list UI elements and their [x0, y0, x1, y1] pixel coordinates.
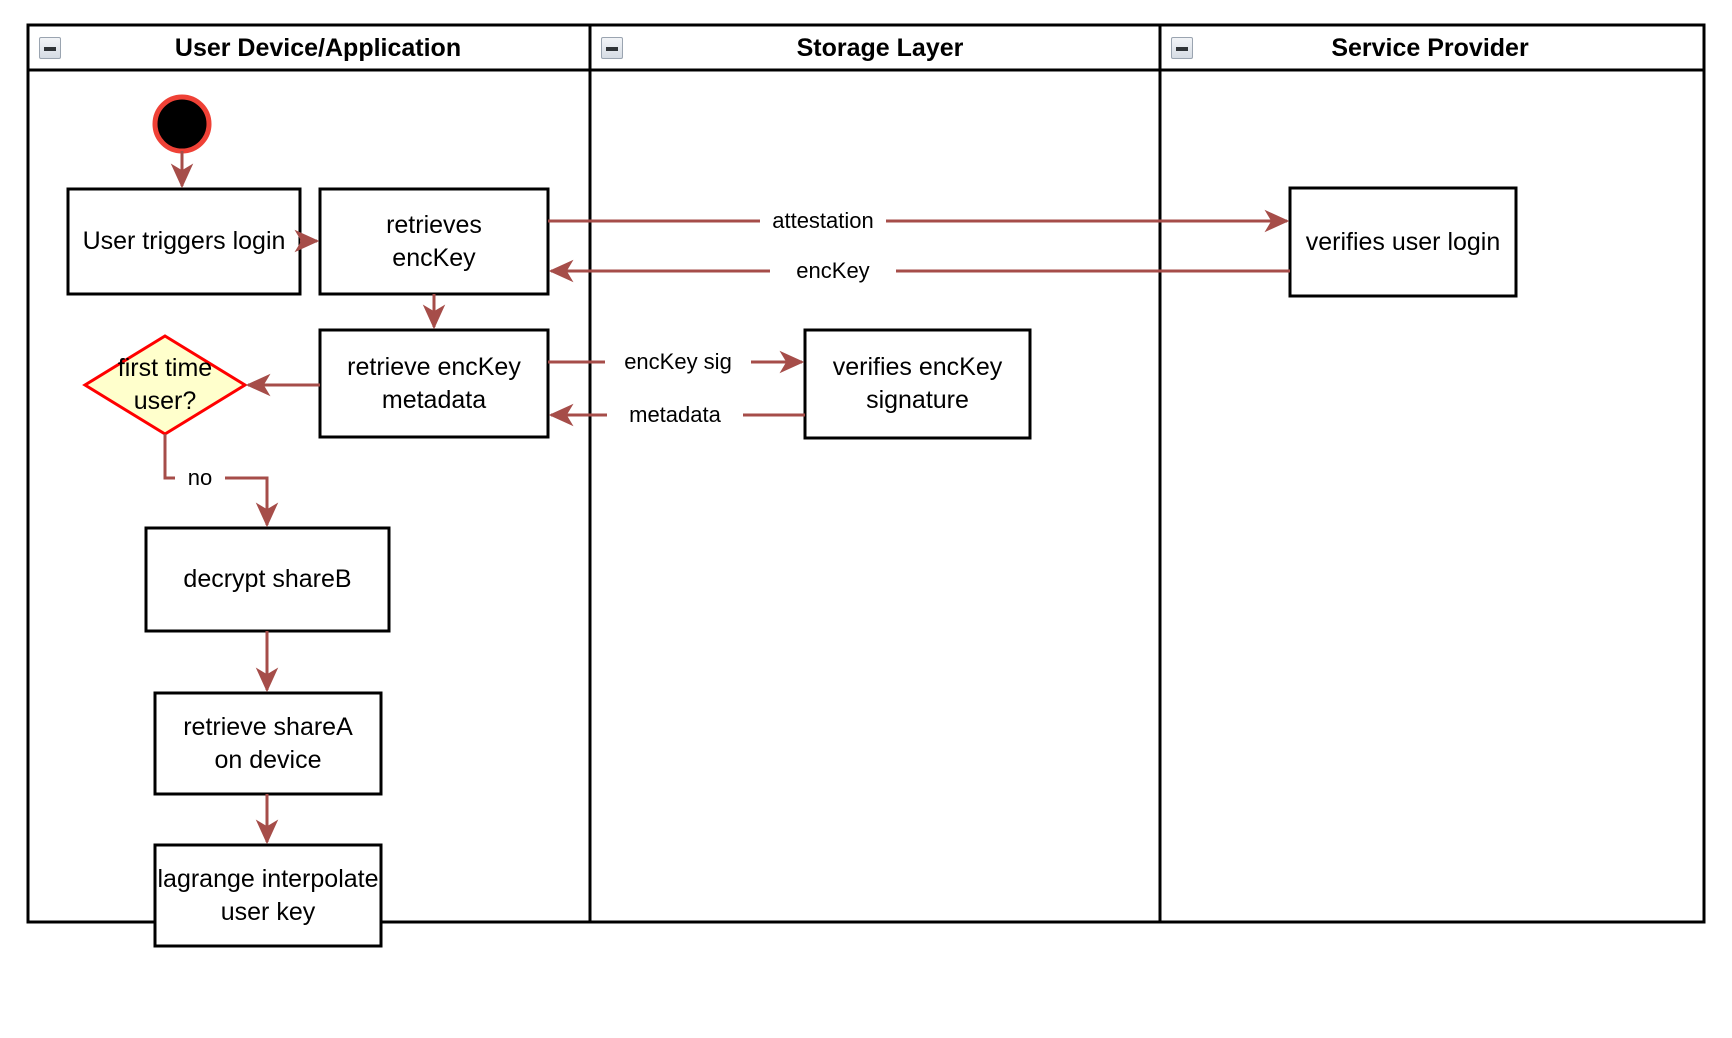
node-retrieve-enckey-metadata[interactable]	[318, 328, 550, 439]
collapse-minus-icon-lane-user-device[interactable]	[39, 37, 61, 59]
edge-label-attestation: attestation	[760, 209, 886, 233]
edge-label-no: no	[175, 466, 225, 490]
node-retrieve-sharea-on-device[interactable]	[153, 691, 383, 796]
edge-label-enckey: encKey	[770, 259, 896, 283]
node-lagrange-interpolate-user-key[interactable]	[153, 843, 383, 948]
node-user-triggers-login[interactable]	[66, 187, 302, 296]
node-start-circle[interactable]	[152, 94, 212, 154]
collapse-minus-icon-lane-service-provider[interactable]	[1171, 37, 1193, 59]
lane-title-storage: Storage Layer	[796, 34, 964, 62]
node-verifies-user-login[interactable]	[1288, 186, 1518, 298]
node-decrypt-shareb[interactable]	[144, 526, 391, 633]
lane-title-user-device: User Device/Application	[174, 34, 462, 62]
lane-title-service-provider: Service Provider	[1331, 34, 1529, 62]
node-verifies-enckey-signature[interactable]	[803, 328, 1032, 440]
edge-label-enckey-sig: encKey sig	[605, 350, 751, 374]
collapse-minus-icon-lane-storage[interactable]	[601, 37, 623, 59]
node-retrieves-enckey[interactable]	[318, 187, 550, 296]
edge-label-metadata: metadata	[607, 403, 743, 427]
